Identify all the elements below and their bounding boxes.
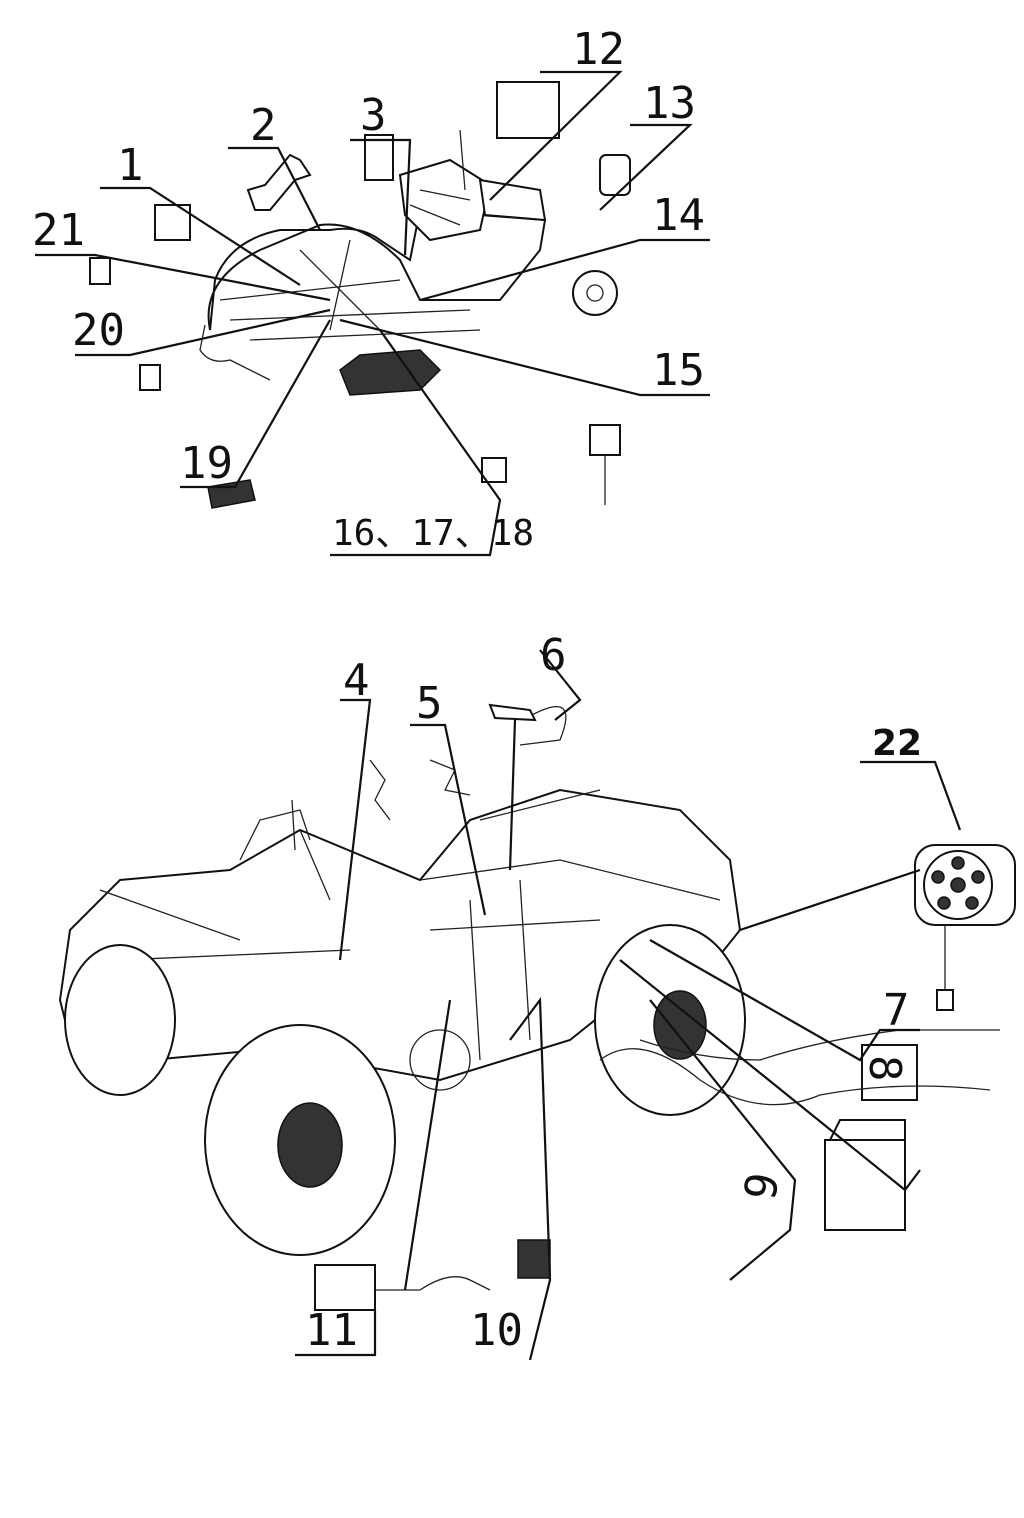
bracket-part-2 [246,153,312,211]
callout-6: 6 [540,630,567,681]
leader-lines-top [35,70,710,557]
relay-part-7 [861,1044,918,1101]
callout-11: 11 [305,1305,358,1356]
relay-part-16-18 [481,457,507,483]
callout-16-17-18: 16、17、18 [332,513,534,554]
callout-4: 4 [343,655,370,706]
leader-lines-bottom [295,649,962,1361]
callout-8: 8 [859,1055,910,1082]
callout-15: 15 [652,345,705,396]
callout-14: 14 [652,190,705,241]
ignition-coil-part-11 [314,1264,376,1311]
callout-12: 12 [572,24,625,75]
part-15 [589,424,621,456]
part-5 [429,759,471,796]
part-13 [599,154,631,196]
ecu-part-12 [496,81,560,139]
part-20 [139,364,161,391]
part-4 [369,759,391,821]
horn-part-14 [572,270,618,316]
battery-part-8 [824,1139,906,1231]
callout-9: 9 [735,1169,790,1204]
part-3 [364,134,394,181]
sensor-part-6 [488,703,537,722]
connector-part-22 [914,844,1016,1011]
wiring-harness-part-9 [599,1048,991,1106]
front-fairing-assembly [199,129,547,396]
part-21 [89,257,111,285]
callout-20: 20 [72,305,125,356]
callout-1: 1 [117,140,144,191]
callout-7: 7 [883,985,910,1036]
callout-5: 5 [416,678,443,729]
callout-19: 19 [180,438,233,489]
callout-21: 21 [32,205,85,256]
callout-10: 10 [470,1305,523,1356]
callout-3: 3 [360,90,387,141]
atv-body [58,788,746,1256]
callout-22: 22 [872,723,922,764]
callout-13: 13 [643,78,696,129]
callout-2: 2 [250,100,277,151]
regulator-part-10 [517,1239,551,1279]
